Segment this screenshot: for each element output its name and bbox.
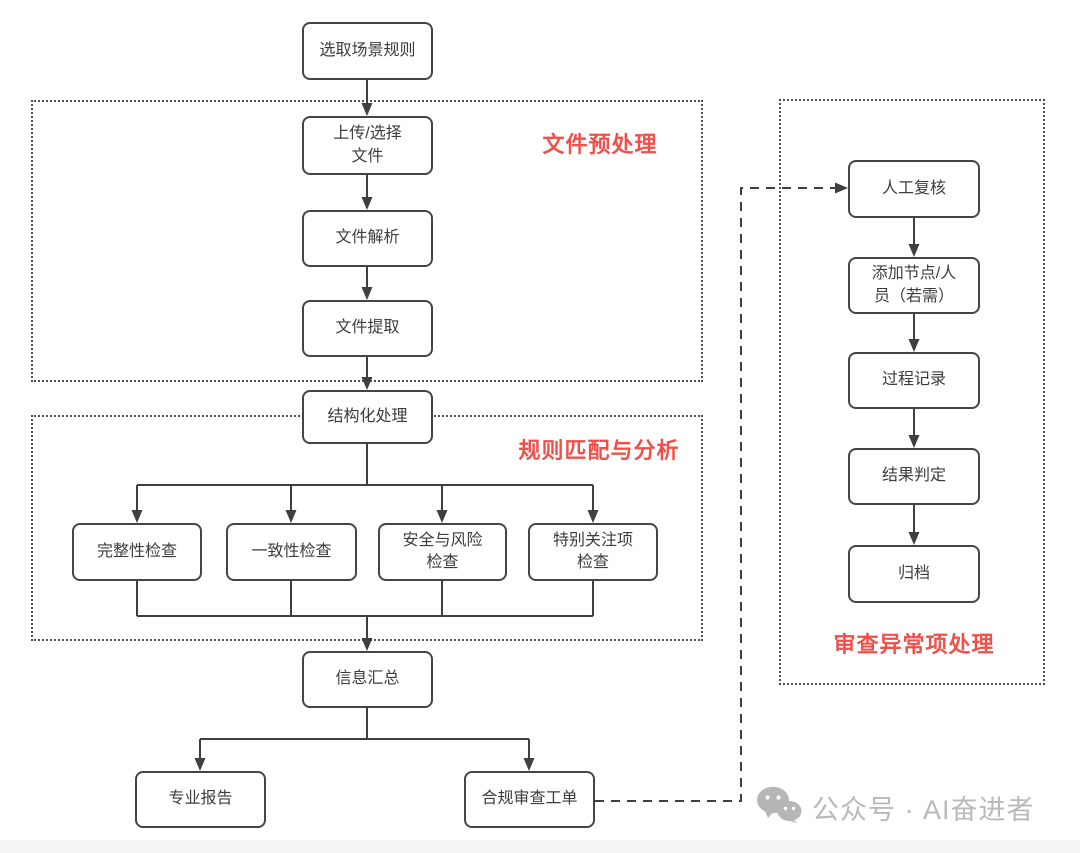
node-label-upload-select-file: 上传/选择 文件 <box>333 125 402 165</box>
section-label-exception-item-handling: 审查异常项处理 <box>833 632 995 657</box>
node-security-risk-check: 安全与风险 检查 <box>378 523 507 581</box>
node-consistency-check: 一致性检查 <box>226 523 357 581</box>
arrowhead-icon <box>908 532 920 545</box>
watermark-text: 公众号 · AI奋进者 <box>812 795 1035 825</box>
wechat-icon <box>756 786 802 829</box>
node-special-attention-check: 特别关注项 检查 <box>528 523 658 581</box>
node-compliance-review-ticket: 合规审查工单 <box>464 771 595 828</box>
node-label-security-risk-check: 安全与风险 检查 <box>402 531 483 571</box>
arrowhead-icon <box>908 435 920 448</box>
arrowhead-icon <box>285 510 297 523</box>
section-label-file-preprocessing: 文件预处理 <box>542 132 658 157</box>
node-label-structured-processing: 结构化处理 <box>327 407 408 425</box>
node-archive: 归档 <box>848 545 980 603</box>
node-result-judgement: 结果判定 <box>848 448 980 505</box>
node-label-select-scene-rules: 选取场景规则 <box>319 41 416 59</box>
node-professional-report: 专业报告 <box>135 771 266 828</box>
edge-24-dashed <box>595 187 837 802</box>
node-completeness-check: 完整性检查 <box>72 523 202 581</box>
node-label-process-record: 过程记录 <box>881 371 946 389</box>
node-label-info-summary: 信息汇总 <box>335 670 400 688</box>
arrowhead-icon <box>194 758 206 771</box>
node-structured-processing: 结构化处理 <box>302 390 433 444</box>
arrowhead-icon <box>908 339 920 352</box>
node-manual-review: 人工复核 <box>848 160 980 218</box>
node-file-parse: 文件解析 <box>302 210 433 267</box>
node-label-compliance-review-ticket: 合规审查工单 <box>481 790 578 808</box>
node-label-file-extract: 文件提取 <box>335 319 400 337</box>
node-label-result-judgement: 结果判定 <box>881 467 946 485</box>
arrowhead-icon <box>361 377 373 390</box>
arrowhead-icon <box>436 510 448 523</box>
node-label-professional-report: 专业报告 <box>168 790 233 808</box>
node-file-extract: 文件提取 <box>302 300 433 357</box>
node-select-scene-rules: 选取场景规则 <box>302 22 433 80</box>
node-label-completeness-check: 完整性检查 <box>96 542 177 560</box>
arrowhead-icon <box>361 103 373 116</box>
arrowhead-icon <box>587 510 599 523</box>
node-label-special-attention-check: 特别关注项 检查 <box>552 531 633 571</box>
arrowhead-icon <box>835 182 848 194</box>
node-label-consistency-check: 一致性检查 <box>251 542 332 560</box>
footer-strip <box>0 840 1080 853</box>
node-info-summary: 信息汇总 <box>302 651 433 708</box>
section-label-rule-matching-analysis: 规则匹配与分析 <box>518 438 680 463</box>
arrowhead-icon <box>361 287 373 300</box>
node-process-record: 过程记录 <box>848 352 980 409</box>
node-add-node-person: 添加节点/人 员（若需） <box>848 257 980 314</box>
node-label-manual-review: 人工复核 <box>881 179 946 197</box>
container-exception-item-handling <box>779 99 1045 685</box>
node-label-add-node-person: 添加节点/人 员（若需） <box>871 265 957 305</box>
watermark: 公众号 · AI奋进者 <box>756 786 1035 829</box>
arrowhead-icon <box>361 197 373 210</box>
arrowhead-icon <box>131 510 143 523</box>
node-label-archive: 归档 <box>897 564 930 582</box>
node-upload-select-file: 上传/选择 文件 <box>302 116 433 175</box>
arrowhead-icon <box>361 638 373 651</box>
arrowhead-icon <box>523 758 535 771</box>
arrowhead-icon <box>908 244 920 257</box>
node-label-file-parse: 文件解析 <box>335 229 400 247</box>
